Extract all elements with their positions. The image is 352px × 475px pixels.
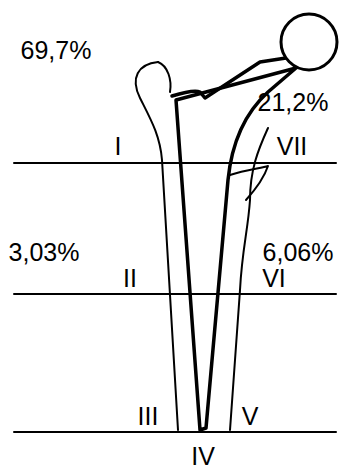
prosthesis-head [281, 14, 337, 70]
trochanter-outline [158, 62, 171, 92]
percentage-label: 21,2% [258, 88, 329, 116]
zone-line [14, 431, 336, 433]
zone-numeral: VI [262, 264, 286, 292]
percentage-label: 3,03% [9, 238, 80, 266]
calcar-outline [230, 166, 268, 200]
bone-outline-lateral [136, 62, 178, 430]
zone-numeral: V [242, 402, 259, 430]
percentage-label: 69,7% [21, 36, 92, 64]
zone-numeral: I [115, 132, 122, 160]
zone-numeral: IV [191, 442, 215, 470]
zone-line [14, 162, 336, 164]
percentage-label: 6,06% [263, 238, 334, 266]
zone-numeral: VII [277, 132, 308, 160]
zone-line [14, 293, 336, 295]
zone-numeral: II [123, 264, 137, 292]
zone-numeral: III [138, 402, 159, 430]
